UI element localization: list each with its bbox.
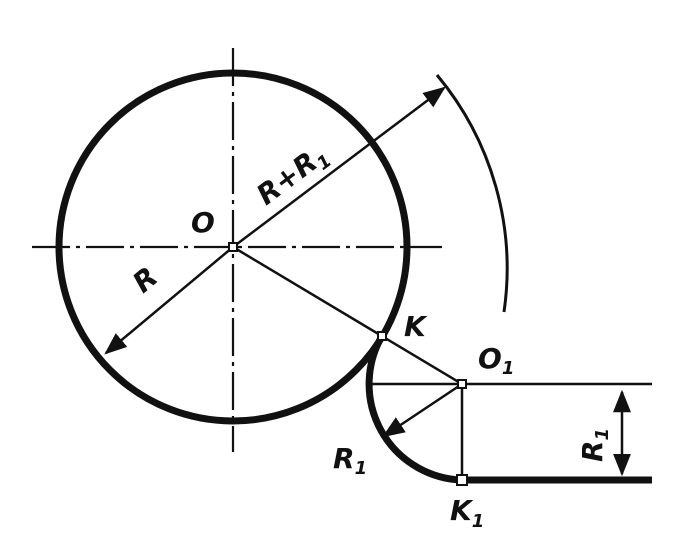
point-o1-marker <box>457 379 467 389</box>
label-o1-sub: 1 <box>502 358 515 379</box>
auxiliary-arc-r-plus-r1 <box>435 74 509 313</box>
label-k1-main: K <box>450 494 474 527</box>
label-k: K <box>404 310 428 343</box>
radius-r1-dimension <box>382 382 463 438</box>
line-o-to-o1 <box>232 245 463 386</box>
label-o: O <box>191 206 215 239</box>
radius-r-dimension <box>104 246 234 355</box>
label-r1-main: R <box>333 442 355 475</box>
label-r-plus-r1-main: R+R <box>250 145 323 211</box>
label-r1-vertical: R1 <box>576 428 613 462</box>
label-k1-sub: 1 <box>472 511 485 532</box>
point-k1-marker <box>456 474 468 486</box>
label-r1-sub: 1 <box>355 458 368 479</box>
label-o1-main: O <box>478 342 502 375</box>
label-r1: R1 <box>333 442 367 479</box>
label-r1-vertical-sub: 1 <box>592 428 613 441</box>
main-circle <box>55 69 411 425</box>
point-o-marker <box>228 242 238 252</box>
fillet-arc-r1 <box>365 334 463 484</box>
point-k-marker <box>377 331 387 341</box>
radius-r-plus-r1-dimension <box>232 86 446 248</box>
label-o1: O1 <box>478 342 514 379</box>
label-r1-vertical-main: R <box>576 440 609 462</box>
label-r: R <box>126 260 164 299</box>
label-k1: K1 <box>450 494 484 532</box>
